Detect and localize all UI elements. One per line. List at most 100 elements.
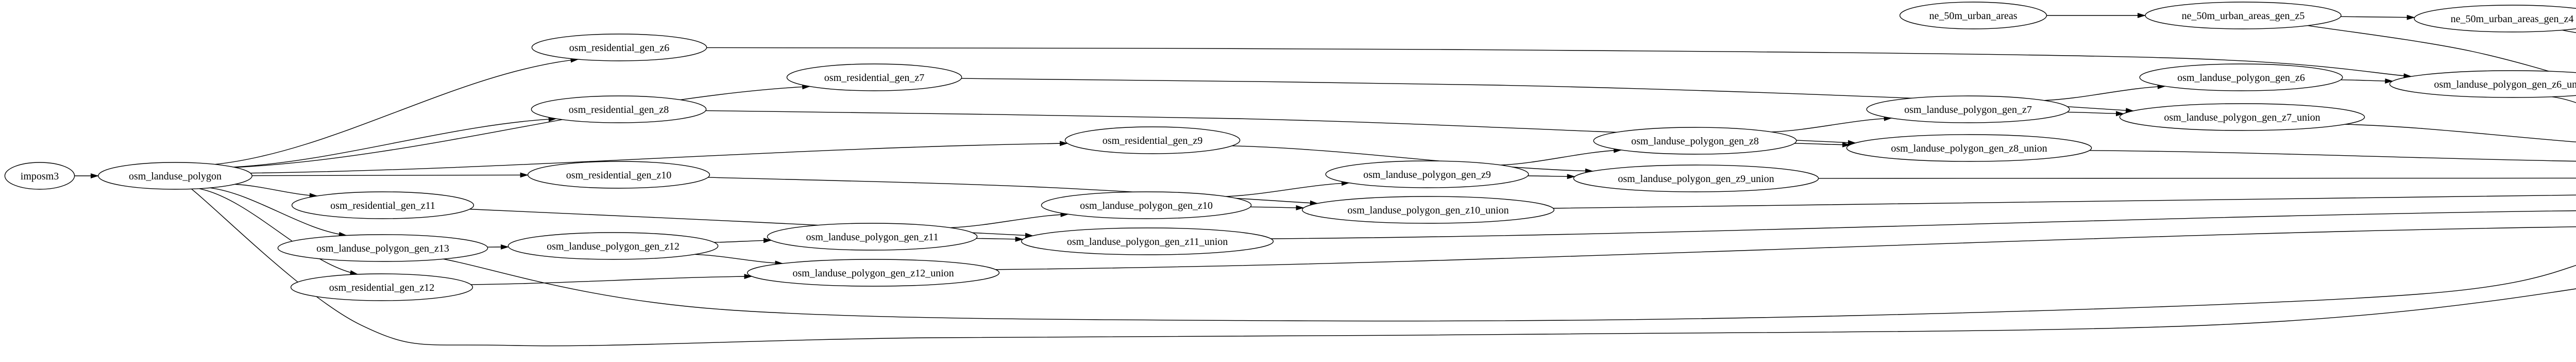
edge-osm_residential_gen_z10-to-osm_landuse_polygon_gen_z10_union [708,177,1318,206]
node-osm_landuse_polygon_gen_z6: osm_landuse_polygon_gen_z6 [2139,63,2343,91]
node-osm_landuse_polygon_gen_z9_union: osm_landuse_polygon_gen_z9_union [1573,164,1819,192]
node-osm_landuse_polygon_gen_z7: osm_landuse_polygon_gen_z7 [1866,95,2070,123]
edge-osm_landuse_polygon_gen_z8-to-osm_landuse_polygon_gen_z8_union [1794,142,1851,147]
node-osm_landuse_polygon_gen_z9: osm_landuse_polygon_gen_z9 [1325,160,1529,188]
node-ellipse-osm_residential_gen_z9 [1064,126,1241,154]
edge-osm_landuse_polygon-to-osm_residential_gen_z7 [235,84,811,168]
node-osm_landuse_polygon_gen_z7_union: osm_landuse_polygon_gen_z7_union [2119,103,2365,131]
edge-osm_landuse_polygon_gen_z7_union-to-layer_landuse-z7 [2345,124,2576,142]
edge-ne_50m_urban_areas_gen_z5-to-layer_landuse-z5 [2307,25,2576,80]
node-ne_50m_urban_areas_gen_z5: ne_50m_urban_areas_gen_z5 [2145,2,2342,29]
edge-osm_landuse_polygon-to-osm_landuse_polygon_gen_z13 [209,187,347,237]
node-ellipse-osm_landuse_polygon_gen_z12_union [747,259,1000,287]
node-label-osm_landuse_polygon_gen_z7: osm_landuse_polygon_gen_z7 [1904,104,2032,116]
node-ellipse-osm_residential_gen_z10 [527,161,710,189]
node-ellipse-osm_landuse_polygon_gen_z7_union [2119,103,2365,131]
node-ellipse-osm_residential_gen_z6 [531,34,707,61]
node-ellipse-osm_landuse_polygon [98,162,252,190]
edge-osm_landuse_polygon_gen_z13-to-layer_landuse-z13 [443,258,2576,322]
node-label-osm_landuse_polygon_gen_z13: osm_landuse_polygon_gen_z13 [316,243,449,254]
edges-layer [74,13,2576,347]
node-osm_residential_gen_z6: osm_residential_gen_z6 [531,34,707,61]
node-ellipse-osm_landuse_polygon_gen_z11_union [1021,227,1274,255]
edge-osm_landuse_polygon_gen_z11-to-osm_landuse_polygon_gen_z10 [950,212,1069,228]
node-label-osm_landuse_polygon_gen_z7_union: osm_landuse_polygon_gen_z7_union [2164,112,2320,123]
edge-osm_residential_gen_z6-to-osm_landuse_polygon_gen_z6_union [706,47,2412,79]
node-label-osm_landuse_polygon_gen_z9: osm_landuse_polygon_gen_z9 [1363,169,1491,180]
node-label-osm_residential_gen_z10: osm_residential_gen_z10 [566,170,671,181]
node-osm_residential_gen_z12: osm_residential_gen_z12 [290,273,473,301]
node-ellipse-osm_landuse_polygon_gen_z13 [277,234,488,262]
edge-osm_landuse_polygon_gen_z9-to-osm_landuse_polygon_gen_z8 [1500,147,1622,166]
nodes-layer: imposm3 osm_landuse_polygon osm_residentia… [4,2,2576,301]
edge-osm_landuse_polygon_gen_z7-to-osm_landuse_polygon_gen_z7_union [2067,111,2124,117]
node-osm_landuse_polygon_gen_z13: osm_landuse_polygon_gen_z13 [277,234,488,262]
node-label-osm_landuse_polygon_gen_z12: osm_landuse_polygon_gen_z12 [547,241,680,252]
node-ellipse-osm_landuse_polygon_gen_z8_union [1846,134,2092,162]
node-ellipse-osm_residential_gen_z12 [290,273,473,301]
node-label-osm_landuse_polygon_gen_z8: osm_landuse_polygon_gen_z8 [1631,136,1759,147]
node-ellipse-osm_landuse_polygon_gen_z9_union [1573,164,1819,192]
edge-osm_landuse_polygon-to-osm_residential_gen_z8 [233,117,557,168]
node-imposm3: imposm3 [4,162,75,190]
edge-osm_landuse_polygon_gen_z12-to-osm_landuse_polygon_gen_z12_union [694,254,784,266]
node-ne_50m_urban_areas: ne_50m_urban_areas [1899,2,2047,29]
edge-osm_residential_gen_z12-to-osm_landuse_polygon_gen_z12_union [470,274,753,285]
node-osm_residential_gen_z7: osm_residential_gen_z7 [786,63,962,91]
edge-ne_50m_urban_areas_gen_z5-to-ne_50m_urban_areas_gen_z4 [2341,14,2415,20]
edge-osm_landuse_polygon_gen_z8-to-osm_landuse_polygon_gen_z7 [1771,116,1892,133]
node-osm_residential_gen_z10: osm_residential_gen_z10 [527,161,710,189]
node-label-osm_landuse_polygon_gen_z8_union: osm_landuse_polygon_gen_z8_union [1891,143,2047,154]
node-label-ne_50m_urban_areas_gen_z5: ne_50m_urban_areas_gen_z5 [2182,10,2305,22]
node-label-osm_landuse_polygon_gen_z12_union: osm_landuse_polygon_gen_z12_union [792,268,954,279]
node-ellipse-osm_landuse_polygon_gen_z10 [1041,191,1252,219]
node-label-osm_residential_gen_z9: osm_residential_gen_z9 [1103,135,1202,146]
node-ellipse-osm_landuse_polygon_gen_z8 [1593,127,1797,155]
node-osm_landuse_polygon_gen_z8_union: osm_landuse_polygon_gen_z8_union [1846,134,2092,162]
node-label-osm_landuse_polygon: osm_landuse_polygon [129,171,222,182]
node-ellipse-osm_landuse_polygon_gen_z10_union [1301,196,1555,224]
node-osm_residential_gen_z9: osm_residential_gen_z9 [1064,126,1241,154]
edge-osm_landuse_polygon-to-osm_residential_gen_z6 [214,57,579,165]
node-ellipse-ne_50m_urban_areas_gen_z5 [2145,2,2342,29]
node-ellipse-osm_landuse_polygon_gen_z9 [1325,160,1529,188]
node-label-osm_landuse_polygon_gen_z9_union: osm_landuse_polygon_gen_z9_union [1618,173,1774,185]
node-label-osm_landuse_polygon_gen_z11: osm_landuse_polygon_gen_z11 [806,232,938,243]
node-osm_landuse_polygon_gen_z12_union: osm_landuse_polygon_gen_z12_union [747,259,1000,287]
node-ne_50m_urban_areas_gen_z4: ne_50m_urban_areas_gen_z4 [2414,5,2576,32]
edge-osm_landuse_polygon_gen_z6-to-osm_landuse_polygon_gen_z6_union [2341,78,2394,84]
node-label-osm_landuse_polygon_gen_z10: osm_landuse_polygon_gen_z10 [1080,200,1213,211]
node-label-ne_50m_urban_areas: ne_50m_urban_areas [1929,10,2017,22]
edge-osm_landuse_polygon_gen_z10-to-osm_landuse_polygon_gen_z10_union [1250,205,1304,210]
node-ellipse-ne_50m_urban_areas_gen_z4 [2414,5,2576,32]
node-ellipse-osm_residential_gen_z7 [786,63,962,91]
node-ellipse-osm_landuse_polygon_gen_z7 [1866,95,2070,123]
edge-osm_landuse_polygon-to-osm_residential_gen_z9 [250,141,1068,174]
node-osm_landuse_polygon_gen_z8: osm_landuse_polygon_gen_z8 [1593,127,1797,155]
node-osm_residential_gen_z11: osm_residential_gen_z11 [291,191,474,219]
node-ellipse-osm_residential_gen_z8 [531,95,707,123]
edge-osm_landuse_polygon_gen_z12-to-osm_landuse_polygon_gen_z11 [714,238,772,243]
edge-osm_landuse_polygon_gen_z6_union-to-layer_landuse-z6 [2551,96,2576,103]
node-osm_landuse_polygon_gen_z10: osm_landuse_polygon_gen_z10 [1041,191,1252,219]
edge-osm_landuse_polygon_gen_z11-to-osm_landuse_polygon_gen_z11_union [976,236,1024,242]
node-osm_residential_gen_z8: osm_residential_gen_z8 [531,95,707,123]
node-ellipse-ne_50m_urban_areas [1899,2,2047,29]
edge-osm_landuse_polygon_gen_z10_union-to-layer_landuse-z10 [1553,194,2576,209]
edge-osm_landuse_polygon_gen_z12_union-to-layer_landuse-z12 [995,226,2576,270]
edge-osm_landuse_polygon_gen_z7-to-osm_landuse_polygon_gen_z6 [2044,84,2166,101]
edge-osm_landuse_polygon-to-osm_residential_gen_z12 [198,188,359,275]
node-label-osm_landuse_polygon_gen_z6: osm_landuse_polygon_gen_z6 [2177,72,2305,84]
node-label-osm_residential_gen_z8: osm_residential_gen_z8 [569,104,669,116]
node-ellipse-osm_landuse_polygon_gen_z12 [507,232,719,260]
edge-osm_residential_gen_z9-to-osm_landuse_polygon_gen_z9_union [1232,145,1594,174]
node-label-imposm3: imposm3 [21,171,59,182]
node-osm_landuse_polygon_gen_z11_union: osm_landuse_polygon_gen_z11_union [1021,227,1274,255]
edge-osm_landuse_polygon-to-layer_landuse-z14+ [191,188,2576,347]
node-ellipse-osm_landuse_polygon_gen_z11 [767,223,978,251]
node-osm_landuse_polygon_gen_z6_union: osm_landuse_polygon_gen_z6_union [2389,70,2576,98]
edge-osm_landuse_polygon-to-osm_residential_gen_z11 [234,184,318,199]
node-label-osm_residential_gen_z11: osm_residential_gen_z11 [330,200,435,211]
